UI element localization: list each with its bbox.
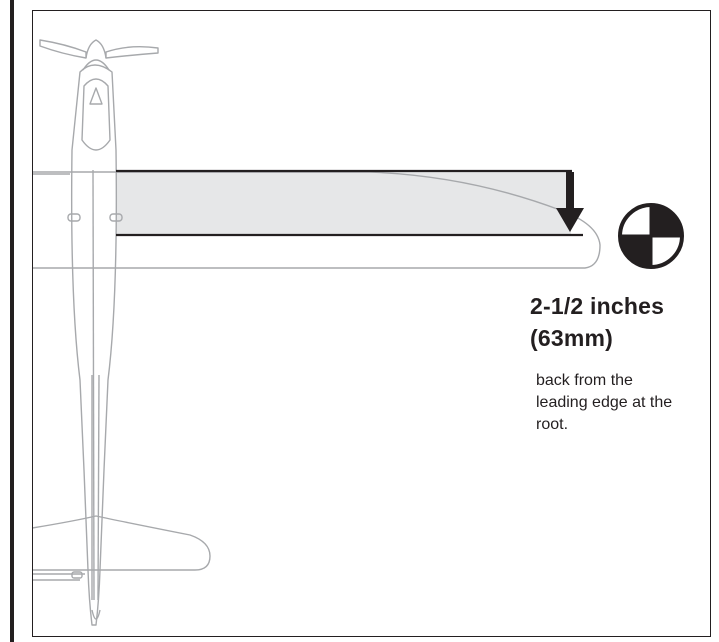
cg-distance-heading: 2-1/2 inches (63mm) bbox=[530, 290, 664, 354]
page-margin-rule bbox=[10, 0, 14, 642]
wing-bolt bbox=[67, 213, 81, 222]
diagram-frame bbox=[32, 10, 711, 637]
spinner bbox=[85, 39, 107, 59]
cg-distance-imperial: 2-1/2 inches bbox=[530, 293, 665, 319]
wing-bolt bbox=[109, 213, 123, 222]
canopy-window bbox=[89, 87, 103, 105]
cg-description: back from the leading edge at the root. bbox=[536, 372, 673, 433]
down-arrow-icon bbox=[556, 172, 584, 232]
cg-measurement-band bbox=[116, 172, 571, 234]
fuselage-centerline bbox=[92, 169, 95, 601]
elevator-horn bbox=[71, 571, 83, 579]
cg-balance-icon bbox=[618, 203, 684, 269]
horizontal-stabilizer bbox=[33, 515, 211, 571]
fuselage-outline bbox=[70, 64, 118, 626]
cg-distance-metric: (63mm) bbox=[530, 325, 614, 351]
tail-wheel bbox=[91, 609, 101, 620]
fuselage-stringer bbox=[97, 374, 100, 601]
canopy bbox=[81, 78, 111, 151]
